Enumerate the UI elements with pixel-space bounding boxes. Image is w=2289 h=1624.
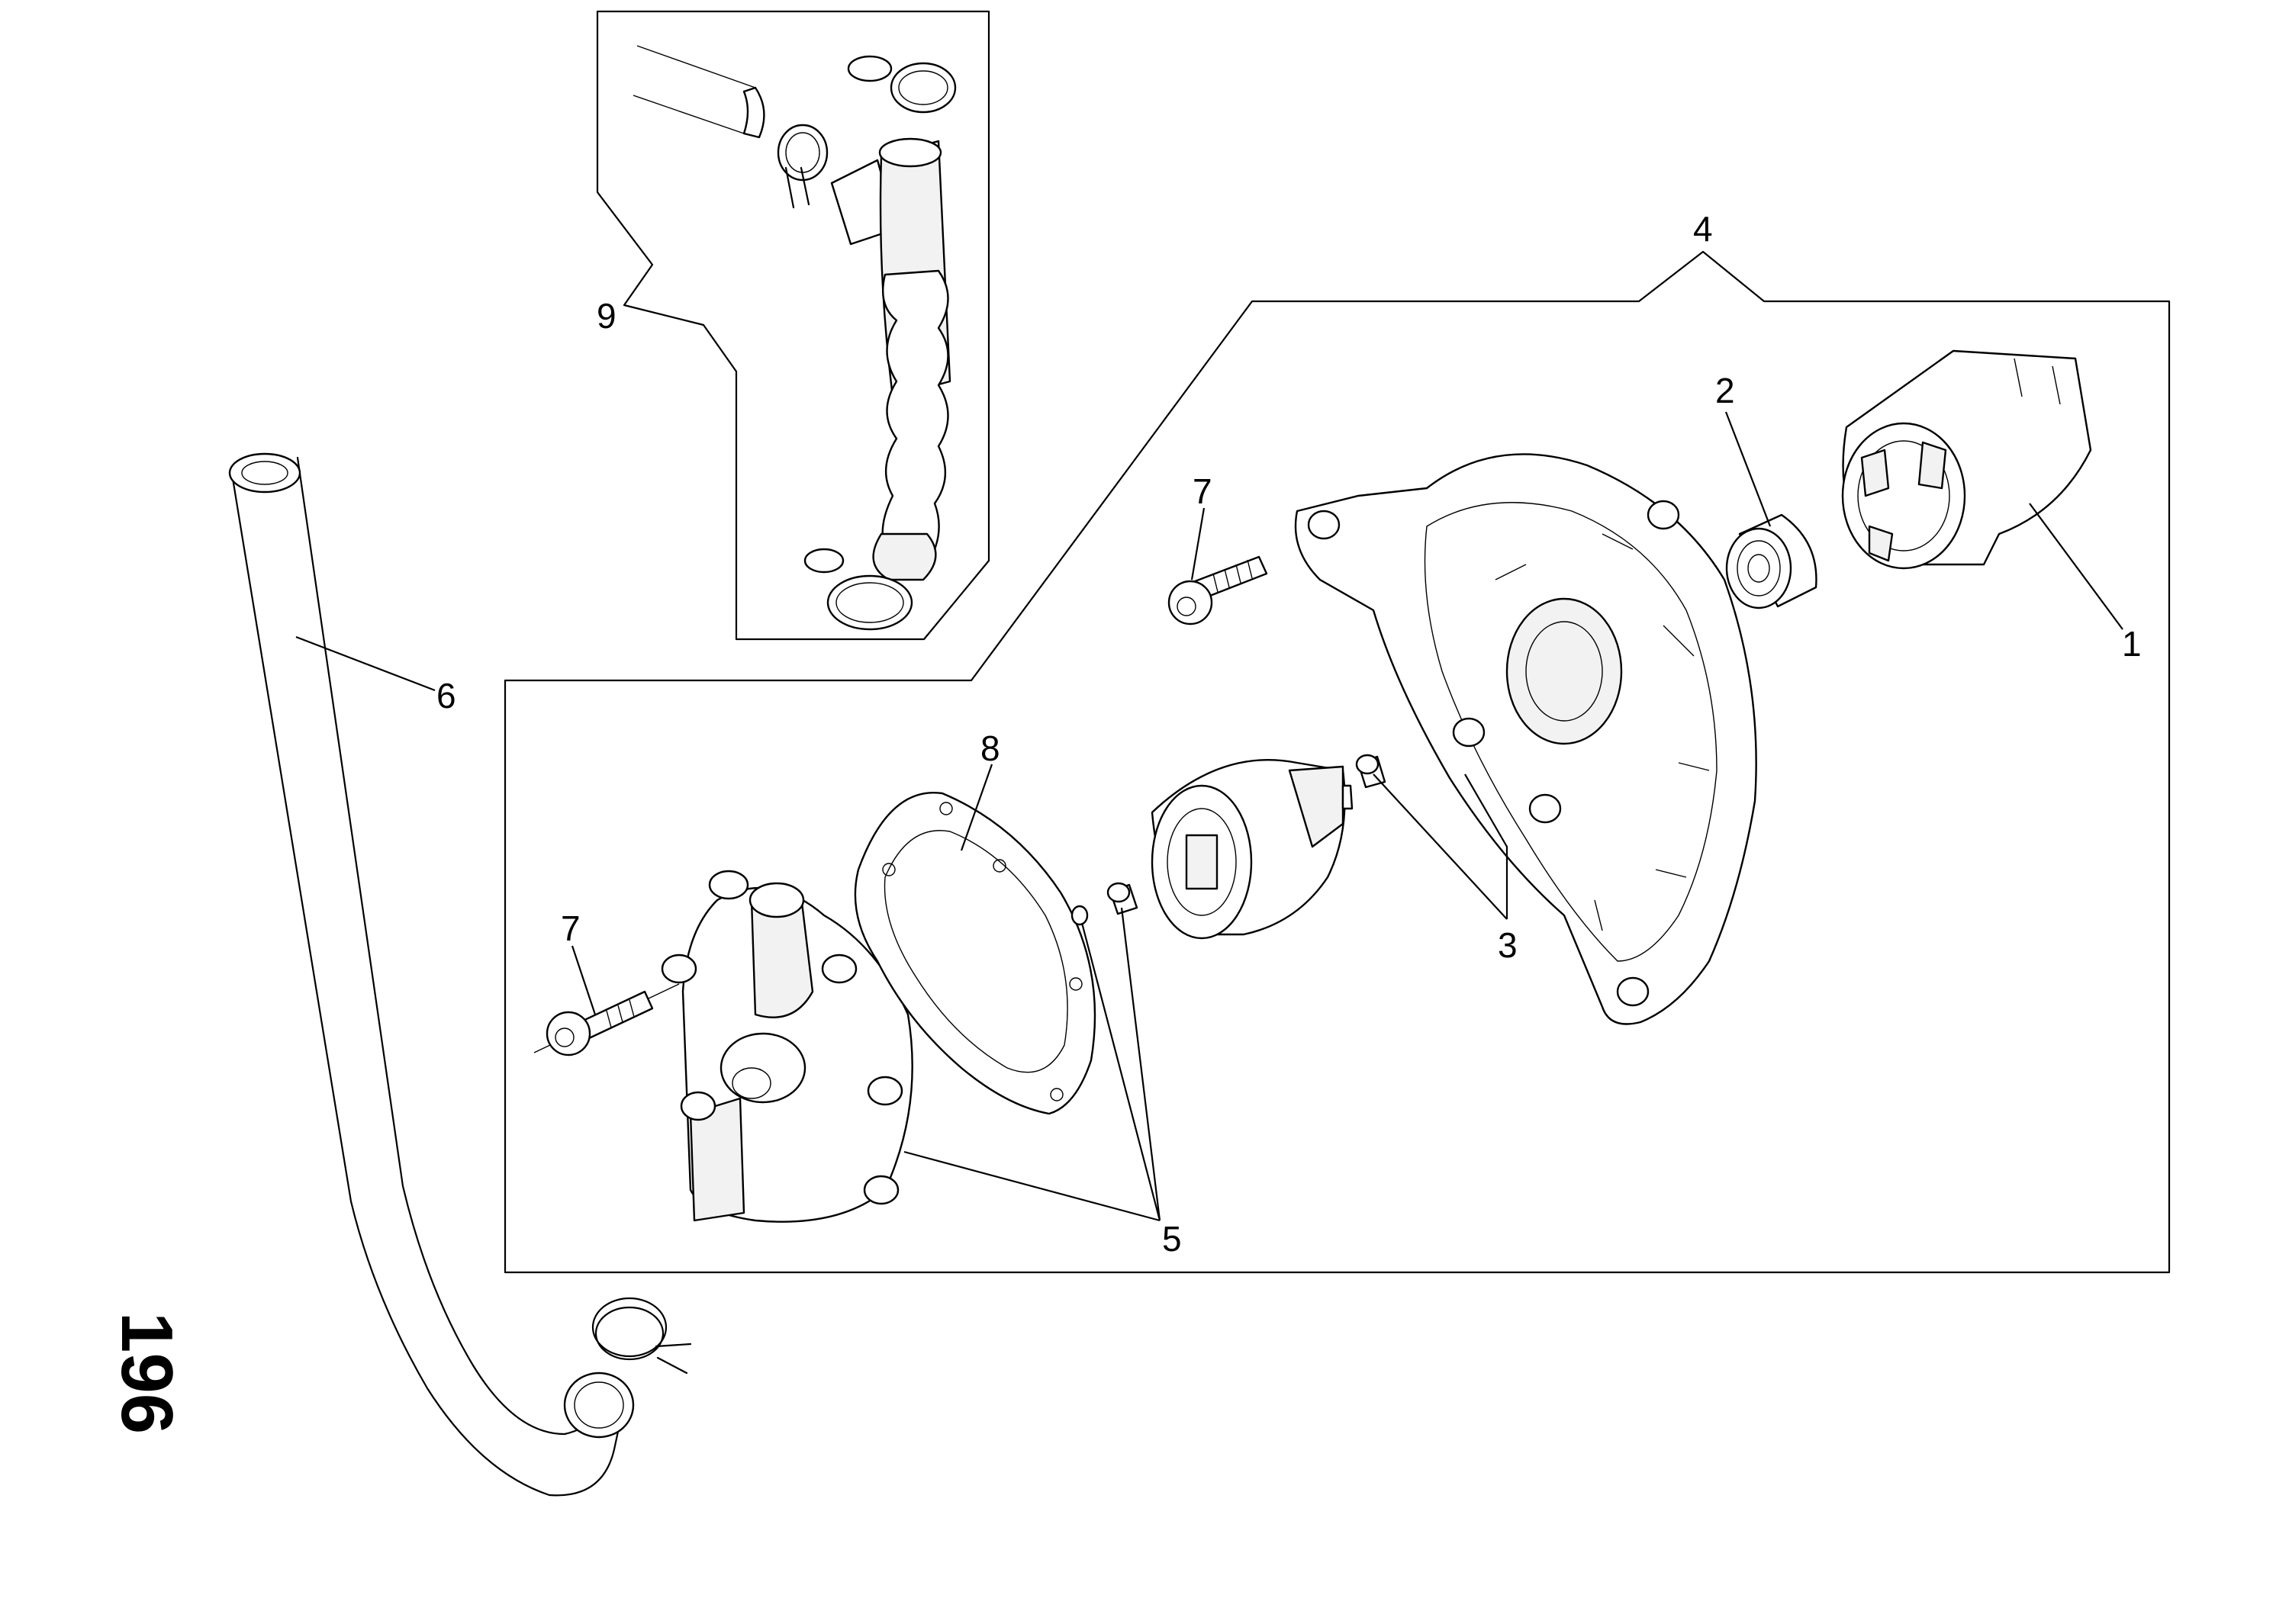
leader-lines bbox=[295, 411, 2123, 1222]
bolt-upper bbox=[1167, 555, 1268, 625]
impeller bbox=[1151, 759, 1354, 940]
callout-5: 5 bbox=[1162, 1219, 1182, 1259]
group-frame-9 bbox=[596, 10, 990, 641]
group-frame-4 bbox=[504, 250, 2171, 1274]
mounting-plate bbox=[1294, 453, 1757, 1025]
page-number: 196 bbox=[106, 1312, 188, 1434]
coolant-hose bbox=[228, 452, 635, 1497]
bolt-lower bbox=[533, 983, 680, 1056]
callout-9: 9 bbox=[597, 296, 617, 336]
bearing bbox=[1725, 513, 1817, 609]
callout-4: 4 bbox=[1693, 209, 1713, 249]
small-hose-assembly bbox=[633, 45, 957, 631]
dowel-sleeves bbox=[1070, 882, 1138, 926]
callout-7-upper: 7 bbox=[1193, 471, 1212, 511]
callout-3: 3 bbox=[1498, 925, 1518, 965]
drive-coupling bbox=[1841, 349, 2092, 570]
callout-7-lower: 7 bbox=[561, 908, 581, 948]
gasket bbox=[854, 791, 1096, 1115]
callout-8: 8 bbox=[980, 728, 1000, 768]
callout-1: 1 bbox=[2122, 624, 2142, 664]
pump-housing bbox=[661, 870, 913, 1223]
callout-2: 2 bbox=[1715, 371, 1735, 410]
hose-spring-clip bbox=[591, 1297, 692, 1375]
callout-6: 6 bbox=[436, 676, 456, 716]
